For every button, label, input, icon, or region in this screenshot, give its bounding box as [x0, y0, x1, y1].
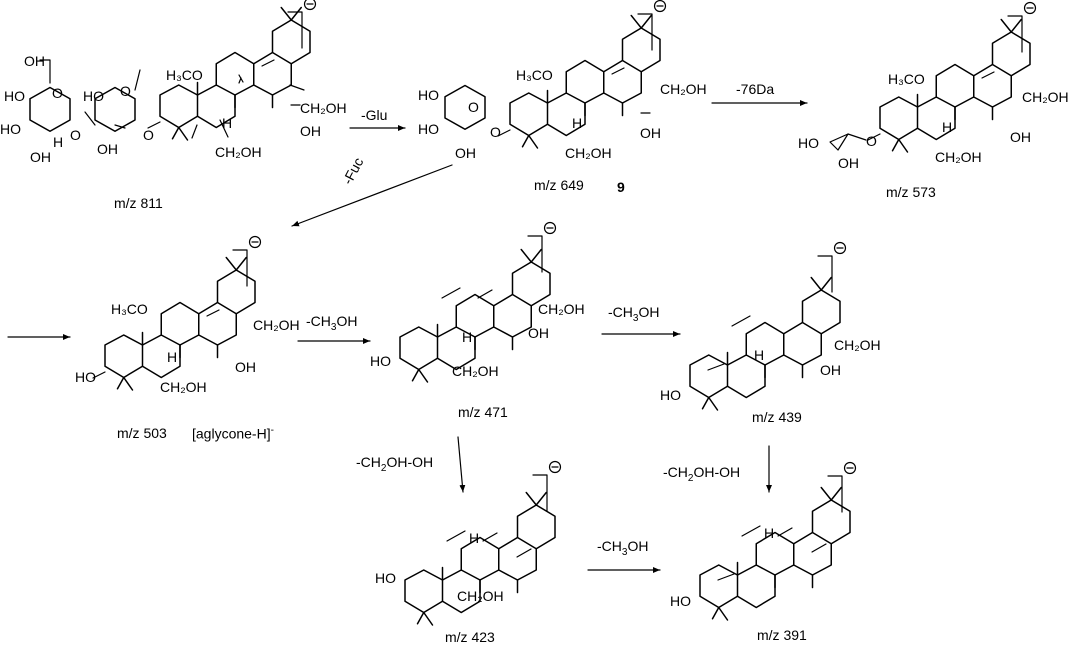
- svg-text:CH₂OH: CH₂OH: [452, 363, 499, 379]
- svg-text:OH: OH: [1010, 129, 1031, 145]
- svg-text:O: O: [143, 127, 154, 143]
- svg-text:O: O: [866, 133, 877, 149]
- disaccharide-811: OH HO HO OH H O HO OH O O: [0, 53, 141, 165]
- svg-text:H: H: [754, 347, 764, 363]
- mz-label-649: m/z 649: [534, 177, 584, 193]
- svg-text:OH: OH: [300, 123, 321, 139]
- svg-text:OH: OH: [97, 141, 118, 157]
- svg-text:CH₂OH: CH₂OH: [660, 81, 707, 97]
- svg-text:HO: HO: [418, 121, 439, 137]
- mz-label-423: m/z 423: [445, 629, 495, 645]
- svg-text:CH₂OH: CH₂OH: [215, 144, 262, 160]
- svg-text:HO: HO: [375, 570, 396, 586]
- svg-text:H₃CO: H₃CO: [888, 71, 925, 87]
- svg-text:OH: OH: [838, 155, 859, 171]
- structure-391: H HO: [670, 461, 857, 621]
- svg-text:CH₂OH: CH₂OH: [565, 145, 612, 161]
- svg-text:OH: OH: [528, 325, 549, 341]
- svg-text:CH₂OH: CH₂OH: [1022, 89, 1069, 105]
- svg-text:CH₂OH: CH₂OH: [834, 337, 881, 353]
- svg-text:H₃CO: H₃CO: [516, 67, 553, 83]
- svg-text:H: H: [469, 530, 479, 546]
- arrow-label-ch3oh-3: -CH3OH: [597, 538, 649, 558]
- structure-439: H CH₂OH OH HO: [660, 241, 881, 411]
- structure-573: H₃CO H CH₂OH OH CH₂OH: [867, 1, 1069, 165]
- compound-number-9: 9: [617, 179, 625, 195]
- svg-text:HO: HO: [75, 369, 96, 385]
- svg-text:CH₂OH: CH₂OH: [538, 301, 585, 317]
- svg-text:H: H: [167, 349, 177, 365]
- svg-text:CH₂OH: CH₂OH: [300, 100, 347, 116]
- arrow-ch2oh-1: [457, 436, 466, 493]
- svg-text:OH: OH: [820, 362, 841, 378]
- arrow-label-glu: -Glu: [361, 107, 388, 123]
- svg-text:CH₂OH: CH₂OH: [160, 379, 207, 395]
- svg-text:OH: OH: [24, 53, 45, 69]
- structure-811: H₃CO H CH₂OH OH CH₂OH O: [143, 0, 347, 160]
- svg-text:O: O: [70, 127, 81, 143]
- arrow-label-ch2oh-1: -CH2OH-OH: [356, 454, 434, 474]
- structure-649: H₃CO H CH₂OH OH CH₂OH: [497, 0, 707, 161]
- mz-label-503: m/z 503: [117, 425, 167, 441]
- svg-text:O: O: [468, 99, 479, 115]
- mz-label-439: m/z 439: [752, 409, 802, 425]
- arrow-label-ch2oh-2: -CH2OH-OH: [663, 464, 741, 484]
- arrow-fuc: [291, 164, 453, 227]
- arrow-label-ch3oh-2: -CH3OH: [608, 304, 660, 324]
- svg-text:CH₂OH: CH₂OH: [457, 588, 504, 604]
- arrow-label-76da: -76Da: [736, 81, 775, 97]
- cyclopropane-573: HO OH O: [798, 133, 877, 171]
- mz-label-573: m/z 573: [886, 184, 936, 200]
- svg-text:O: O: [120, 83, 131, 99]
- svg-text:HO: HO: [798, 135, 819, 151]
- svg-text:O: O: [490, 124, 501, 140]
- svg-text:H: H: [53, 134, 63, 150]
- svg-text:OH: OH: [235, 359, 256, 375]
- structure-503: H₃CO H CH₂OH OH CH₂OH HO: [75, 235, 300, 395]
- fucose-649: HO HO OH O O: [418, 84, 501, 161]
- svg-text:OH: OH: [640, 125, 661, 141]
- svg-text:OH: OH: [30, 149, 51, 165]
- svg-text:H: H: [222, 115, 232, 131]
- svg-text:HO: HO: [660, 387, 681, 403]
- mz-label-391: m/z 391: [757, 627, 807, 643]
- structure-423: H CH₂OH HO: [375, 460, 562, 626]
- svg-text:H₃CO: H₃CO: [111, 301, 148, 317]
- svg-text:H: H: [462, 329, 472, 345]
- svg-text:HO: HO: [4, 88, 25, 104]
- svg-text:OH: OH: [455, 145, 476, 161]
- svg-text:HO: HO: [670, 593, 691, 609]
- svg-text:CH₂OH: CH₂OH: [935, 149, 982, 165]
- aglycone-note: [aglycone-H]-: [192, 425, 274, 442]
- svg-text:HO: HO: [418, 87, 439, 103]
- svg-text:HO: HO: [370, 353, 391, 369]
- svg-text:HO: HO: [83, 88, 104, 104]
- svg-text:O: O: [52, 85, 63, 101]
- svg-text:H: H: [764, 525, 774, 541]
- mz-label-811: m/z 811: [114, 195, 163, 211]
- mz-label-471: m/z 471: [458, 404, 508, 420]
- svg-text:HO: HO: [0, 121, 21, 137]
- svg-text:H₃CO: H₃CO: [166, 67, 203, 83]
- svg-text:CH₂OH: CH₂OH: [253, 317, 300, 333]
- svg-text:H: H: [572, 115, 582, 131]
- arrow-label-ch3oh-1: -CH3OH: [306, 313, 358, 333]
- svg-text:H: H: [942, 119, 952, 135]
- structure-471: H CH₂OH OH CH₂OH HO: [370, 221, 585, 383]
